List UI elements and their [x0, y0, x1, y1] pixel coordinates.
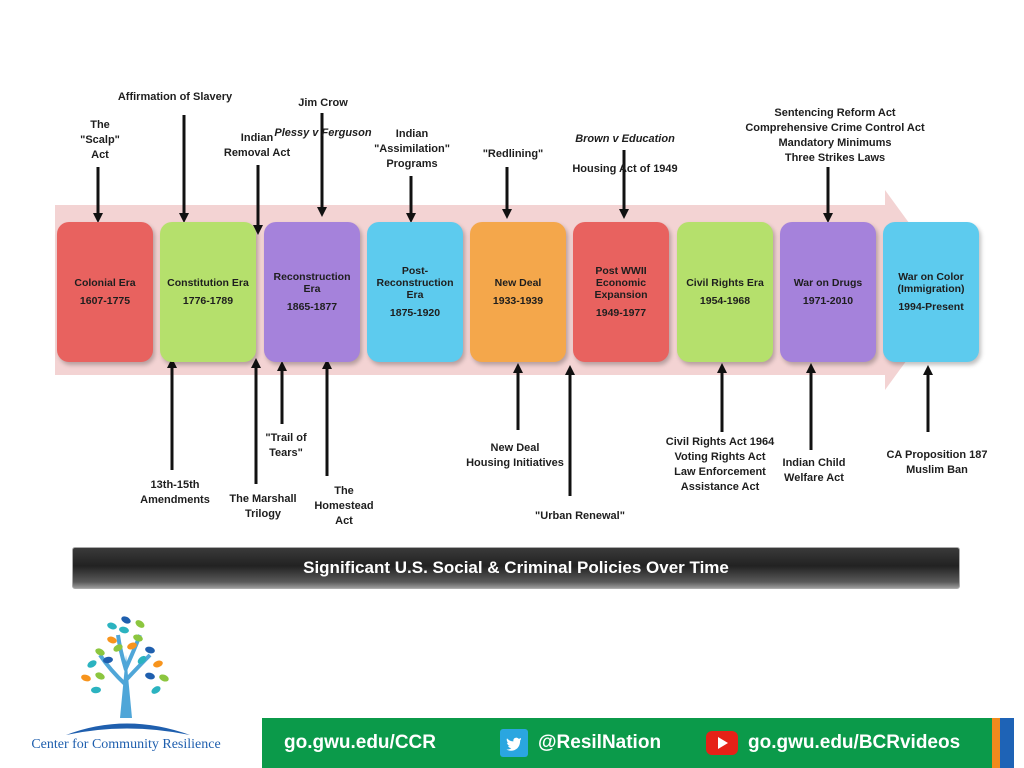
logo-leaf: [119, 626, 129, 634]
footer-accent-blue: [1000, 718, 1014, 768]
new-deal-housing-label: New Deal Housing Initiatives: [466, 442, 564, 469]
marshall-trilogy-label: The Marshall Trilogy: [229, 493, 297, 520]
logo-leaf: [137, 655, 147, 665]
era-name: Colonial Era: [74, 277, 136, 289]
housing-act-1949-text: Housing Act of 1949: [572, 163, 678, 175]
footer-bar: go.gwu.edu/CCR @ResilNation go.gwu.edu/B…: [262, 718, 992, 768]
logo-leaf: [153, 660, 163, 668]
logo-leaf: [121, 616, 131, 624]
era-name: Post WWII Economic Expansion: [594, 265, 648, 301]
twitter-icon[interactable]: [500, 729, 528, 757]
era-box: Reconstruction Era 1865-1877: [264, 222, 360, 362]
era-years: 1865-1877: [286, 301, 338, 313]
era-name: War on Drugs: [793, 277, 863, 289]
tree-logo-icon: [66, 616, 190, 735]
era-box: New Deal 1933-1939: [470, 222, 566, 362]
youtube-icon[interactable]: [706, 731, 738, 755]
civil-rights-acts-label: Civil Rights Act 1964 Voting Rights Act …: [665, 436, 775, 493]
era-years: 1994-Present: [898, 301, 964, 313]
jim-crow-label: Jim Crow Plessy v Ferguson: [262, 81, 384, 156]
indian-child-welfare-label: Indian Child Welfare Act: [782, 457, 846, 484]
era-box: Colonial Era 1607-1775: [57, 222, 153, 362]
indian-removal-act-label: Indian Removal Act: [223, 132, 291, 159]
redlining-label: "Redlining": [482, 148, 544, 160]
era-years: 1607-1775: [79, 295, 131, 307]
era-years: 1954-1968: [699, 295, 751, 307]
ca-prop-187-label: CA Proposition 187 Muslim Ban: [886, 449, 988, 476]
logo-leaf: [133, 634, 143, 642]
era-box: Constitution Era 1776-1789: [160, 222, 256, 362]
footer-accent-orange: [992, 718, 1000, 768]
logo-leaf: [159, 674, 169, 682]
twitter-handle[interactable]: @ResilNation: [538, 732, 662, 753]
org-name: Center for Community Resilience: [31, 737, 221, 752]
era-box: War on Color (Immigration) 1994-Present: [883, 222, 979, 362]
era-name: Constitution Era: [167, 277, 249, 289]
logo-leaf: [103, 656, 113, 664]
logo-leaf: [87, 660, 97, 668]
jim-crow-text: Jim Crow: [298, 97, 348, 109]
logo-leaf: [107, 636, 117, 644]
indian-assimilation-label: Indian "Assimilation" Programs: [374, 128, 450, 170]
youtube-link[interactable]: go.gwu.edu/BCRvideos: [748, 732, 961, 753]
scalp-act-label: The "Scalp" Act: [80, 119, 120, 161]
era-name: Reconstruction Era: [273, 271, 351, 295]
era-box: Civil Rights Era 1954-1968: [677, 222, 773, 362]
diagram-title: Significant U.S. Social & Criminal Polic…: [303, 558, 729, 577]
era-years: 1933-1939: [492, 295, 544, 307]
homestead-act-label: The Homestead Act: [314, 485, 374, 527]
era-years: 1949-1977: [595, 307, 647, 319]
affirmation-of-slavery-label: Affirmation of Slavery: [117, 91, 233, 103]
brown-housing-label: Brown v Education Housing Act of 1949: [552, 117, 698, 192]
diagram-title-bar: Significant U.S. Social & Criminal Polic…: [72, 547, 960, 589]
logo-leaf: [135, 620, 145, 628]
logo-leaf: [95, 648, 105, 656]
era-name: New Deal: [494, 277, 542, 289]
amendments-label: 13th-15th Amendments: [140, 479, 210, 506]
brown-v-education-text: Brown v Education: [575, 133, 675, 145]
era-box: War on Drugs 1971-2010: [780, 222, 876, 362]
era-name: War on Color (Immigration): [897, 271, 965, 295]
logo-leaf: [91, 686, 101, 694]
logo-leaf: [95, 672, 105, 680]
logo-leaf: [145, 672, 155, 680]
logo-leaf: [113, 644, 123, 652]
ccr-link[interactable]: go.gwu.edu/CCR: [284, 732, 436, 753]
plessy-v-ferguson-text: Plessy v Ferguson: [274, 127, 372, 139]
era-name: Post- Reconstruction Era: [376, 265, 454, 301]
logo-leaf: [81, 674, 91, 682]
logo-leaf: [107, 622, 117, 630]
urban-renewal-label: "Urban Renewal": [535, 510, 625, 522]
era-years: 1875-1920: [389, 307, 441, 319]
trail-of-tears-label: "Trail of Tears": [265, 432, 307, 459]
era-name: Civil Rights Era: [686, 277, 764, 289]
sentencing-reform-label: Sentencing Reform Act Comprehensive Crim…: [745, 107, 925, 164]
era-box: Post WWII Economic Expansion 1949-1977: [573, 222, 669, 362]
era-box: Post- Reconstruction Era 1875-1920: [367, 222, 463, 362]
logo-leaf: [151, 686, 161, 694]
era-years: 1971-2010: [802, 295, 854, 307]
era-years: 1776-1789: [182, 295, 234, 307]
logo-leaf: [145, 646, 155, 654]
logo-leaf: [127, 642, 137, 650]
